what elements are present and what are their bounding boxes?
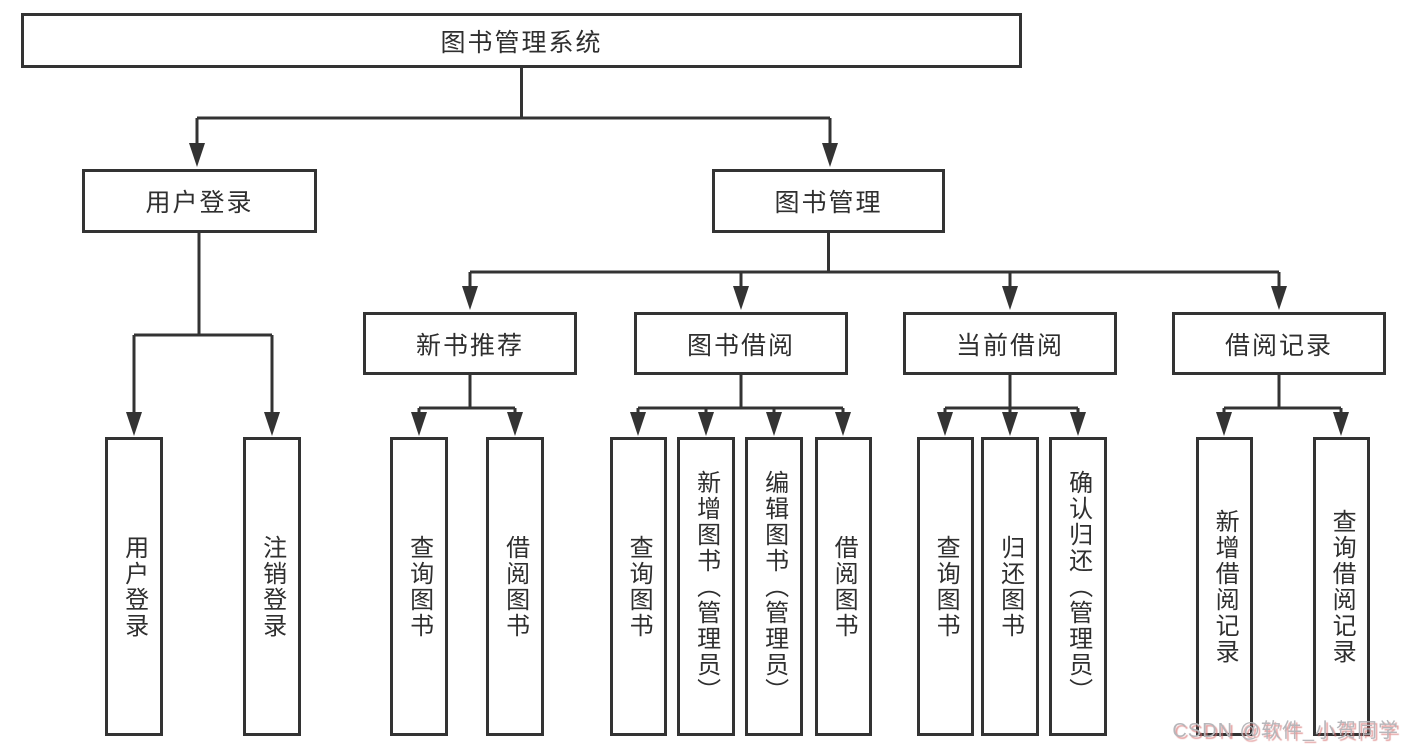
node-label: 图书借阅 [686,331,795,360]
node-label: 借阅图书 [830,534,858,639]
node-book-borrowing: 图书借阅 [634,312,848,375]
node-label: 查询图书 [932,534,960,639]
node-label: 借阅记录 [1224,331,1333,360]
leaf-borrowing-add-book-admin: 新增图书（管理员） [677,437,735,736]
watermark: CSDN @软件_小贺同学 [1172,720,1399,742]
node-book-management: 图书管理 [712,169,945,233]
node-label: 新增借阅记录 [1211,508,1239,665]
node-label: 查询借阅记录 [1328,508,1356,665]
node-label: 查询图书 [405,534,433,639]
node-label: 用户登录 [120,534,148,639]
leaf-user-login: 用户登录 [105,437,163,736]
node-label: 确认归还（管理员） [1064,469,1092,704]
node-label: 借阅图书 [501,534,529,639]
node-label: 用户登录 [145,189,254,217]
leaf-recommend-borrow-book: 借阅图书 [486,437,544,736]
leaf-recommend-query-book: 查询图书 [390,437,448,736]
leaf-current-return-book: 归还图书 [981,437,1039,736]
leaf-borrowing-borrow-book: 借阅图书 [815,437,872,736]
node-user-login: 用户登录 [82,169,317,233]
node-borrow-records: 借阅记录 [1172,312,1386,375]
node-label: 查询图书 [625,534,653,639]
leaf-records-add-record: 新增借阅记录 [1196,437,1253,736]
node-label: 新书推荐 [415,331,524,360]
node-label: 注销登录 [258,534,286,639]
node-label: 图书管理系统 [440,28,603,57]
leaf-borrowing-query-book: 查询图书 [610,437,667,736]
leaf-records-query-record: 查询借阅记录 [1313,437,1370,736]
node-label: 编辑图书（管理员） [760,469,788,704]
node-label: 当前借阅 [955,331,1064,360]
node-current-borrowing: 当前借阅 [903,312,1117,375]
node-label: 图书管理 [774,189,883,217]
node-label: 新增图书（管理员） [692,469,720,704]
leaf-current-query-book: 查询图书 [917,437,974,736]
leaf-borrowing-edit-book-admin: 编辑图书（管理员） [745,437,803,736]
node-new-book-recommend: 新书推荐 [363,312,577,375]
node-label: 归还图书 [996,534,1024,639]
leaf-current-confirm-return-admin: 确认归还（管理员） [1049,437,1107,736]
leaf-logout-login: 注销登录 [243,437,301,736]
node-library-management-system: 图书管理系统 [21,13,1022,68]
